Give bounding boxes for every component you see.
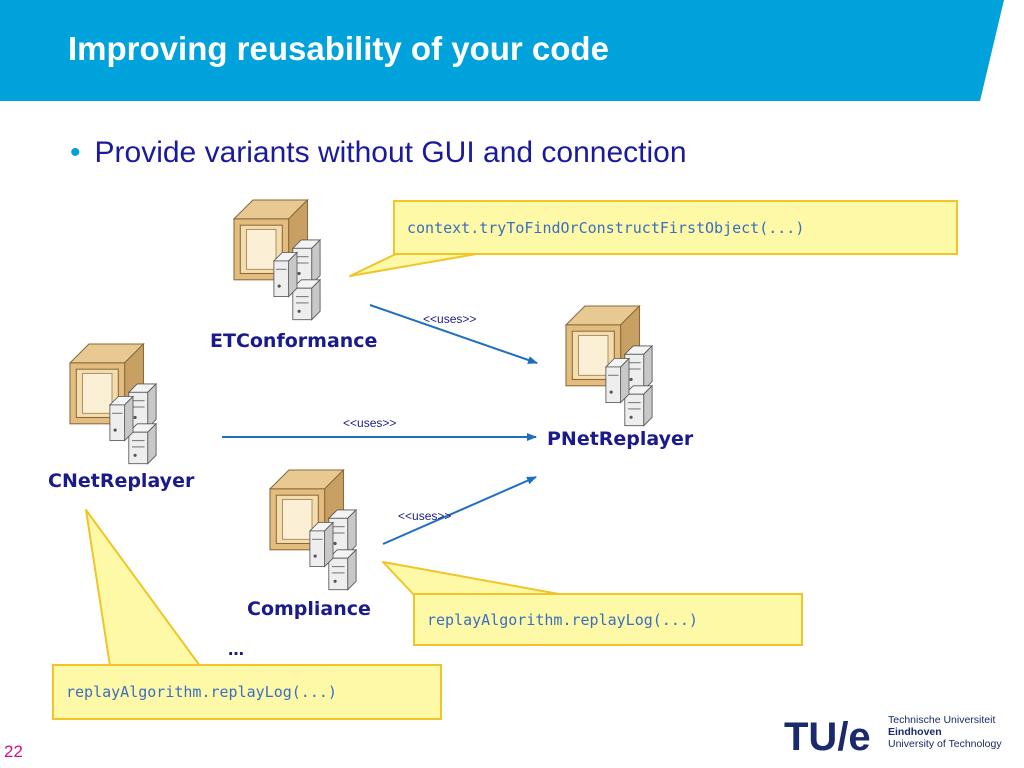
server-component-icon (233, 199, 321, 321)
callout-right-code: replayAlgorithm.replayLog(...) (427, 610, 698, 629)
label-pnetreplayer: PNetReplayer (547, 428, 694, 450)
callout-bottom-left-tail (85, 509, 201, 667)
tue-logo-mark-text: TU/e (784, 715, 871, 759)
label-etconformance: ETConformance (210, 330, 378, 352)
page-number: 22 (4, 742, 23, 761)
server-component-icon (69, 343, 157, 465)
callout-top-tail (349, 251, 489, 277)
callout-right: replayAlgorithm.replayLog(...) (413, 593, 803, 646)
label-cnetreplayer: CNetReplayer (48, 470, 195, 492)
callout-top: context.tryToFindOrConstructFirstObject(… (393, 200, 958, 255)
uses-label-bottom: <<uses>> (398, 509, 452, 523)
uses-label-top: <<uses>> (423, 312, 477, 326)
bullet-dot-icon: • (70, 136, 81, 169)
tue-logo-mark: TU/e (784, 715, 871, 759)
more-components-ellipsis: … (228, 640, 244, 659)
header-band (0, 0, 1004, 101)
logo-line-2: Eindhoven (888, 726, 942, 738)
logo-line-3: University of Technology (888, 738, 1002, 750)
label-compliance: Compliance (247, 598, 371, 620)
bullet-item: • Provide variants without GUI and connec… (70, 136, 687, 170)
uses-arrow-etconformance (369, 304, 538, 364)
tue-logo: TU/e Technische Universiteit Eindhoven U… (784, 710, 1020, 760)
callout-right-tail (382, 561, 571, 597)
slide-header: Improving reusability of your code (0, 0, 1024, 101)
slide-title: Improving reusability of your code (68, 30, 609, 67)
server-component-icon (565, 305, 653, 427)
bullet-text: Provide variants without GUI and connect… (94, 136, 687, 169)
uses-arrow-compliance (382, 476, 537, 545)
uses-label-middle: <<uses>> (343, 416, 397, 430)
tue-logo-text: Technische Universiteit Eindhoven Univer… (888, 714, 1002, 750)
logo-line-1: Technische Universiteit (888, 714, 996, 726)
server-component-icon (269, 469, 357, 591)
callout-top-code: context.tryToFindOrConstructFirstObject(… (407, 218, 805, 237)
callout-bottom-left: replayAlgorithm.replayLog(...) (52, 664, 442, 720)
callout-bottom-left-code: replayAlgorithm.replayLog(...) (66, 683, 337, 701)
